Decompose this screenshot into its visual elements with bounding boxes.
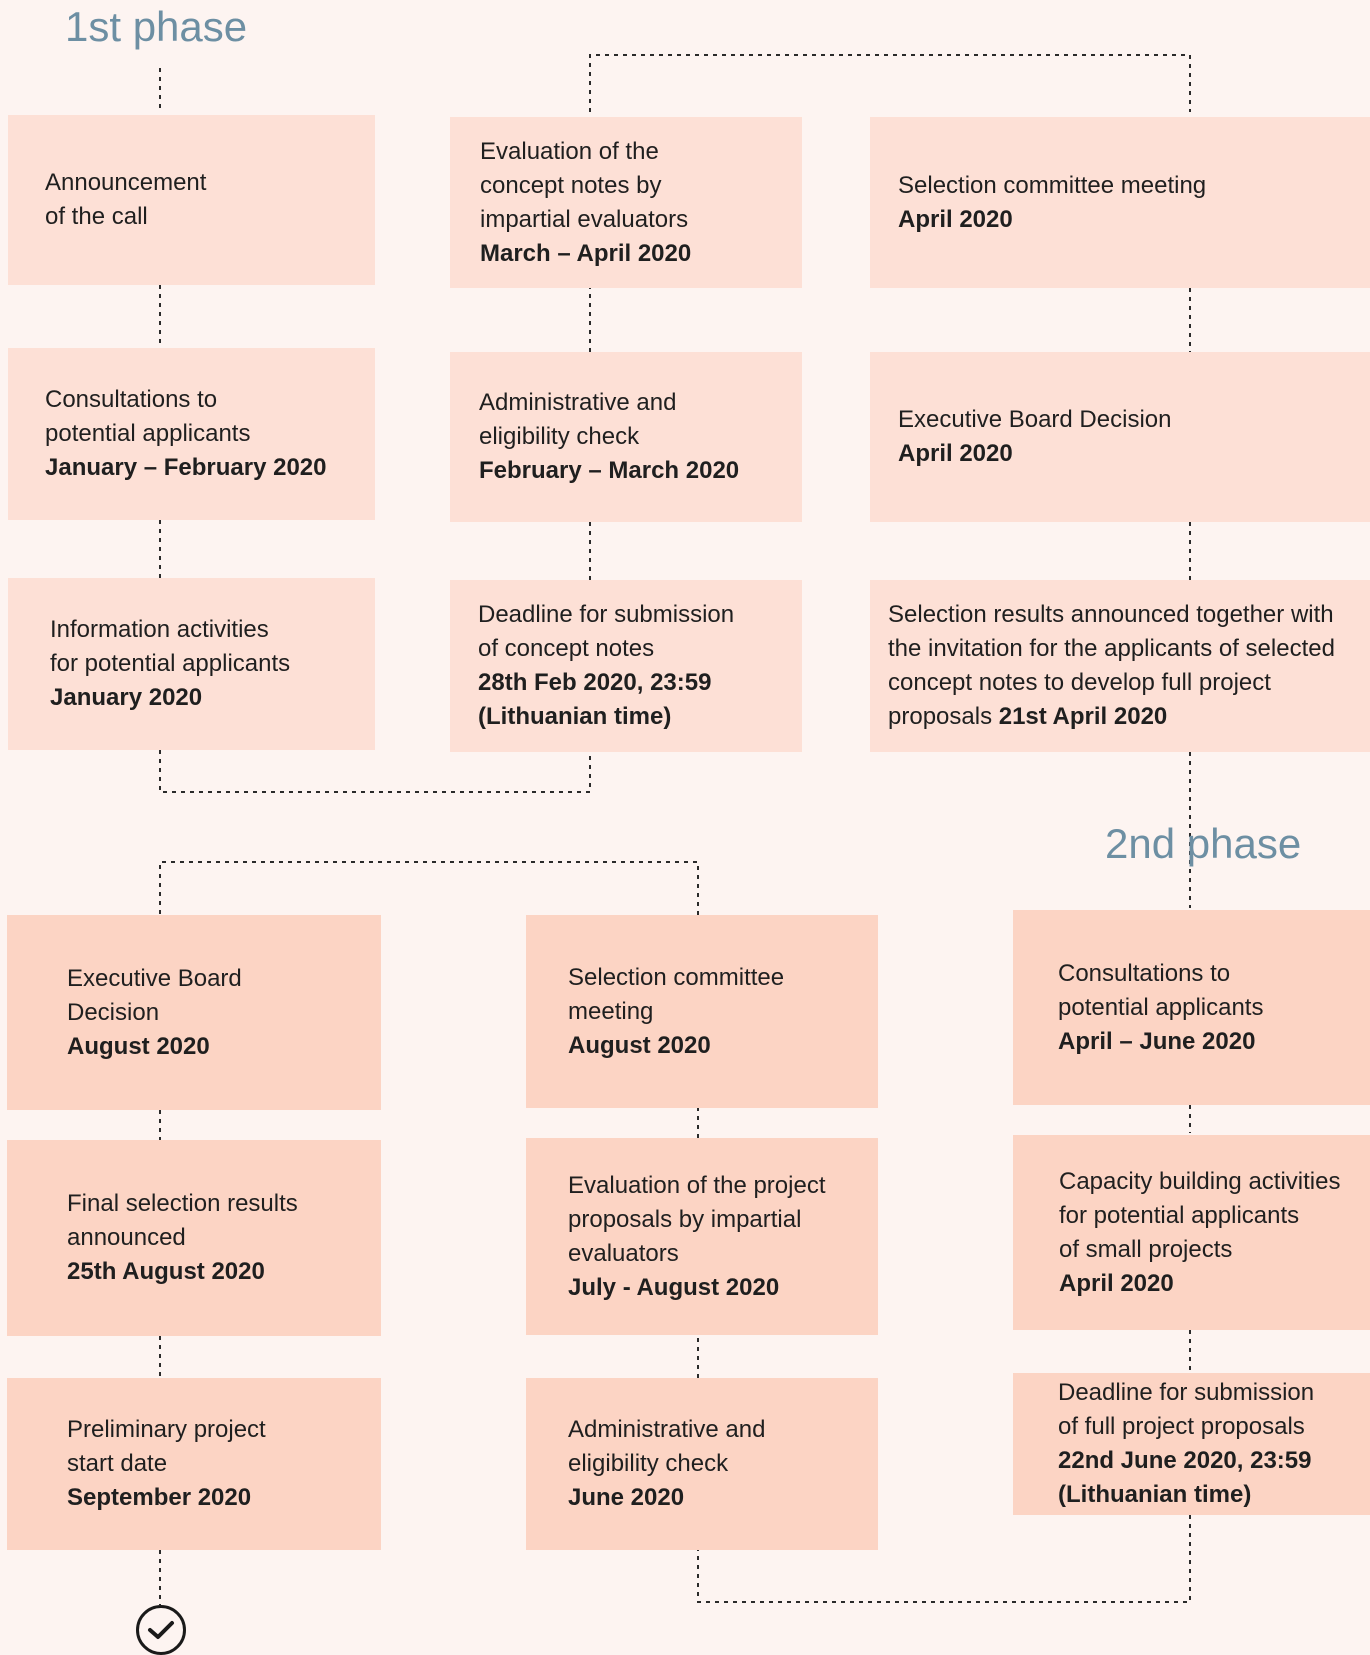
step-text: announced bbox=[67, 1224, 186, 1251]
step-date: March – April 2020 bbox=[480, 239, 692, 267]
step-concept-deadline: Deadline for submission of concept notes… bbox=[450, 580, 802, 752]
step-p2-admin-check: Administrative and eligibility check Jun… bbox=[526, 1378, 878, 1550]
connector bbox=[159, 861, 699, 915]
step-text: Executive Board bbox=[67, 964, 242, 992]
step-text: Capacity building activities bbox=[1059, 1167, 1341, 1195]
step-text: meeting bbox=[568, 997, 654, 1025]
step-text: concept notes by bbox=[480, 171, 662, 199]
step-text: Selection results announced together wit… bbox=[888, 601, 1334, 628]
step-date: August 2020 bbox=[67, 1032, 210, 1060]
step-text: proposals by impartial bbox=[568, 1205, 802, 1233]
step-text: Announcement bbox=[45, 169, 207, 196]
step-information-activities: Information activities for potential app… bbox=[8, 578, 375, 750]
step-text: for potential applicants bbox=[1059, 1201, 1300, 1229]
step-text: Administrative and bbox=[568, 1416, 766, 1443]
step-text: of full project proposals bbox=[1058, 1413, 1305, 1440]
step-text: start date bbox=[67, 1450, 168, 1477]
step-date: April 2020 bbox=[1059, 1269, 1174, 1297]
step-consultations: Consultations to potential applicants Ja… bbox=[8, 348, 375, 520]
step-date: July - August 2020 bbox=[568, 1273, 780, 1301]
step-announcement: Announcement of the call bbox=[8, 115, 375, 285]
step-text: concept notes to develop full project bbox=[888, 669, 1271, 696]
step-date: September 2020 bbox=[67, 1484, 252, 1511]
step-concept-evaluation: Evaluation of the concept notes by impar… bbox=[450, 117, 802, 288]
step-text: Decision bbox=[67, 998, 160, 1026]
phase-2-title: 2nd phase bbox=[1105, 820, 1302, 867]
step-p2-project-start: Preliminary project start date September… bbox=[7, 1378, 381, 1550]
step-text: Consultations to bbox=[45, 386, 218, 413]
connector bbox=[589, 54, 1191, 112]
step-text: of concept notes bbox=[478, 635, 655, 662]
step-text: potential applicants bbox=[1058, 993, 1264, 1021]
step-text: Preliminary project bbox=[67, 1416, 266, 1443]
step-text: proposals 21st April 2020 bbox=[888, 700, 1370, 734]
step-executive-board: Executive Board Decision April 2020 bbox=[870, 352, 1370, 522]
step-date: January 2020 bbox=[50, 684, 203, 711]
step-text: of the call bbox=[45, 203, 148, 230]
step-text: of small projects bbox=[1059, 1235, 1233, 1263]
step-text: Selection committee bbox=[568, 963, 785, 991]
step-selection-results: Selection results announced together wit… bbox=[870, 580, 1370, 752]
connector bbox=[159, 750, 591, 793]
step-date: April – June 2020 bbox=[1058, 1027, 1256, 1055]
step-p2-consultations: Consultations to potential applicants Ap… bbox=[1013, 910, 1370, 1105]
step-date: August 2020 bbox=[568, 1031, 711, 1059]
step-date: (Lithuanian time) bbox=[478, 703, 672, 730]
step-date: 25th August 2020 bbox=[67, 1258, 265, 1285]
step-text-fragment: proposals bbox=[888, 703, 993, 730]
phase-1-title: 1st phase bbox=[65, 3, 248, 50]
checkmark-circle-icon bbox=[136, 1605, 186, 1655]
step-p2-capacity-building: Capacity building activities for potenti… bbox=[1013, 1135, 1370, 1330]
step-date: February – March 2020 bbox=[479, 457, 740, 484]
step-p2-proposal-deadline: Deadline for submission of full project … bbox=[1013, 1373, 1370, 1515]
step-text: impartial evaluators bbox=[480, 205, 689, 233]
step-date: April 2020 bbox=[898, 440, 1013, 467]
step-date: April 2020 bbox=[898, 205, 1013, 233]
step-date: 28th Feb 2020, 23:59 bbox=[478, 669, 712, 696]
step-p2-executive-board: Executive Board Decision August 2020 bbox=[7, 915, 381, 1110]
step-p2-selection-committee: Selection committee meeting August 2020 bbox=[526, 915, 878, 1108]
step-p2-final-results: Final selection results announced 25th A… bbox=[7, 1140, 381, 1336]
step-date: 22nd June 2020, 23:59 bbox=[1058, 1447, 1312, 1474]
step-text: Executive Board Decision bbox=[898, 406, 1172, 433]
connector bbox=[697, 1515, 1191, 1603]
step-date: January – February 2020 bbox=[45, 454, 327, 481]
step-text: eligibility check bbox=[479, 423, 640, 450]
checkmark-icon bbox=[148, 1621, 174, 1639]
step-text: Information activities bbox=[50, 616, 269, 643]
step-text: Final selection results bbox=[67, 1190, 298, 1217]
step-text: Administrative and bbox=[479, 389, 677, 416]
step-text: potential applicants bbox=[45, 420, 251, 447]
step-admin-check: Administrative and eligibility check Feb… bbox=[450, 352, 802, 522]
step-date: (Lithuanian time) bbox=[1058, 1481, 1252, 1508]
step-text: for potential applicants bbox=[50, 650, 291, 677]
step-p2-evaluation: Evaluation of the project proposals by i… bbox=[526, 1138, 878, 1335]
step-selection-committee: Selection committee meeting April 2020 bbox=[870, 117, 1370, 288]
step-text: Consultations to bbox=[1058, 959, 1231, 987]
step-text: Evaluation of the project bbox=[568, 1171, 826, 1199]
step-text: Evaluation of the bbox=[480, 137, 659, 165]
step-text: eligibility check bbox=[568, 1450, 729, 1477]
step-text: evaluators bbox=[568, 1239, 679, 1267]
step-text: Selection committee meeting bbox=[898, 171, 1207, 199]
step-date: June 2020 bbox=[568, 1484, 685, 1511]
step-date: 21st April 2020 bbox=[998, 703, 1168, 730]
step-text: Deadline for submission bbox=[478, 601, 735, 628]
step-text: Deadline for submission bbox=[1058, 1379, 1315, 1406]
step-text: the invitation for the applicants of sel… bbox=[888, 635, 1335, 662]
